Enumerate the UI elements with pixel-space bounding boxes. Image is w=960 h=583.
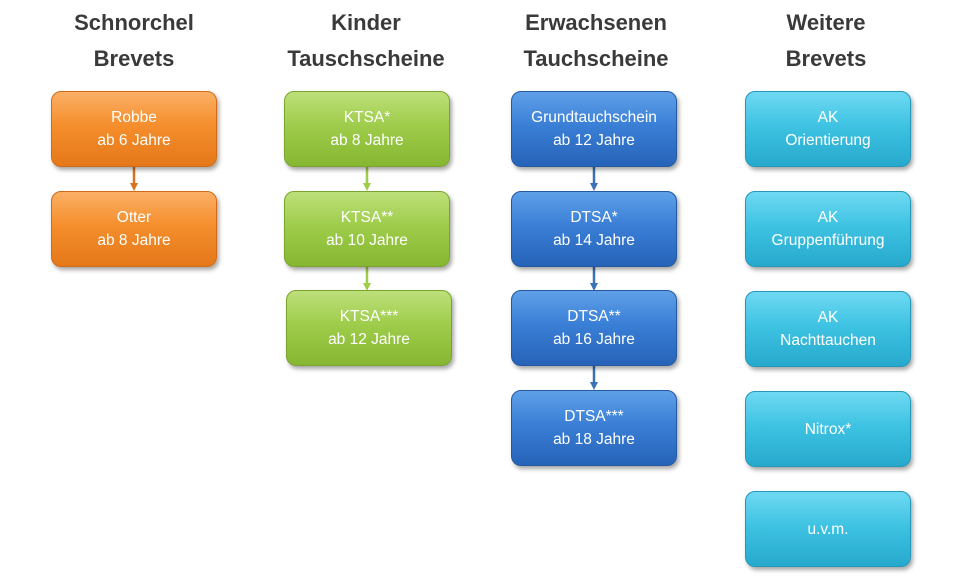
box-line2: ab 12 Jahre <box>553 132 635 149</box>
column-title-line: Kinder <box>331 10 401 35</box>
brevet-box-grundtauchschein: Grundtauchschein ab 12 Jahre <box>511 91 677 167</box>
box-line2: ab 8 Jahre <box>97 232 171 249</box>
box-line1: DTSA** <box>567 308 621 325</box>
column-title-schnorchel: Schnorchel Brevets <box>44 5 224 77</box>
brevet-box-robbe: Robbe ab 6 Jahre <box>51 91 217 167</box>
box-line1: u.v.m. <box>807 520 849 538</box>
brevet-box-dtsa3: DTSA*** ab 18 Jahre <box>511 390 677 466</box>
box-line1: Grundtauchschein <box>531 109 657 126</box>
brevet-box-ktsa3: KTSA*** ab 12 Jahre <box>286 290 452 366</box>
box-line2: Orientierung <box>785 132 871 149</box>
box-line1: KTSA* <box>343 109 391 126</box>
column-title-line: Brevets <box>93 46 175 71</box>
column-title-kinder: Kinder Tauschscheine <box>276 5 456 77</box>
brevet-box-dtsa1: DTSA* ab 14 Jahre <box>511 191 677 267</box>
brevet-box-ktsa1: KTSA* ab 8 Jahre <box>284 91 450 167</box>
box-line1: AK <box>817 209 839 226</box>
column-title-weitere: Weitere Brevets <box>736 5 916 77</box>
box-line1: Robbe <box>111 109 157 126</box>
box-line1: Nitrox* <box>804 420 852 438</box>
box-line1: KTSA*** <box>339 308 399 325</box>
column-title-line: Tauchscheine <box>523 46 669 71</box>
brevet-box-otter: Otter ab 8 Jahre <box>51 191 217 267</box>
box-line1: DTSA* <box>570 209 618 226</box>
column-title-erwachsenen: Erwachsenen Tauchscheine <box>506 5 686 77</box>
column-title-line: Brevets <box>785 46 867 71</box>
column-title-line: Weitere <box>786 10 866 35</box>
box-line1: DTSA*** <box>564 408 624 425</box>
box-line2: ab 12 Jahre <box>328 331 410 348</box>
brevet-box-ak-nachttauchen: AK Nachttauchen <box>745 291 911 367</box>
box-line2: ab 8 Jahre <box>330 132 404 149</box>
brevet-box-ak-orientierung: AK Orientierung <box>745 91 911 167</box>
brevet-box-ktsa2: KTSA** ab 10 Jahre <box>284 191 450 267</box>
box-line1: Otter <box>116 209 152 226</box>
box-line2: ab 6 Jahre <box>97 132 171 149</box>
brevet-box-ak-gruppenfuehrung: AK Gruppenführung <box>745 191 911 267</box>
column-title-line: Schnorchel <box>74 10 194 35</box>
box-line2: ab 16 Jahre <box>553 331 635 348</box>
column-title-line: Tauschscheine <box>287 46 445 71</box>
brevet-box-dtsa2: DTSA** ab 16 Jahre <box>511 290 677 366</box>
box-line1: KTSA** <box>340 209 394 226</box>
box-line2: ab 10 Jahre <box>326 232 408 249</box>
brevet-box-nitrox: Nitrox* <box>745 391 911 467</box>
box-line1: AK <box>817 309 839 326</box>
brevet-box-uvm: u.v.m. <box>745 491 911 567</box>
box-line2: Nachttauchen <box>780 332 876 349</box>
box-line1: AK <box>817 109 839 126</box>
box-line2: ab 14 Jahre <box>553 232 635 249</box>
box-line2: ab 18 Jahre <box>553 431 635 448</box>
box-line2: Gruppenführung <box>771 232 885 249</box>
column-title-line: Erwachsenen <box>525 10 667 35</box>
